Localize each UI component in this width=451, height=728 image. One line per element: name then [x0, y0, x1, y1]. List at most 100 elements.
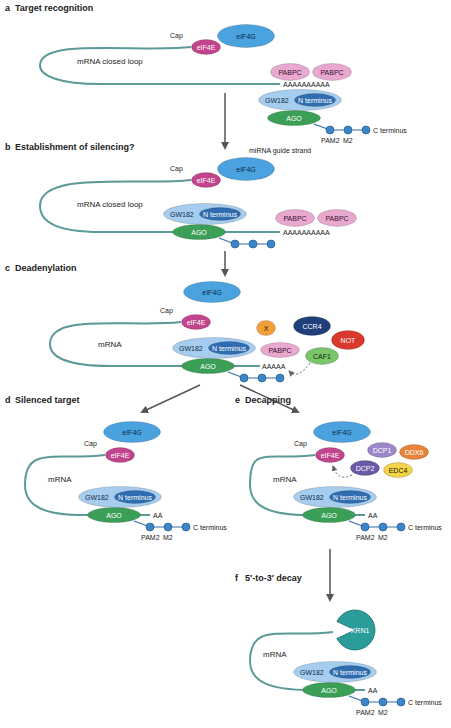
protein-outline — [104, 422, 161, 443]
protein: X — [256, 320, 276, 336]
annotation: AAAAAAAAAA — [283, 229, 330, 236]
step-arrow — [224, 93, 226, 148]
gw182-domain — [326, 126, 334, 134]
protein-outline — [79, 487, 162, 508]
annotation: mRNA closed loop — [77, 58, 143, 66]
protein: AGO — [267, 110, 321, 126]
protein-name: PABPC — [320, 69, 343, 76]
n-terminus-domain: N terminus — [294, 93, 336, 107]
protein-name: N terminus — [333, 494, 367, 501]
protein-outline — [314, 422, 371, 443]
protein-outline — [182, 359, 235, 374]
step-arrow — [240, 385, 298, 412]
gw182-tail — [219, 238, 271, 244]
gw182-tail — [349, 696, 401, 702]
protein-name: NOT — [341, 337, 356, 344]
annotation: AA — [368, 512, 377, 519]
annotation: PAM2 — [356, 709, 375, 716]
annotation: AAAAAAAAAA — [283, 81, 330, 88]
gw182-domain — [146, 523, 154, 531]
protein-name: EDC4 — [389, 467, 408, 474]
protein-name: AGO — [286, 115, 302, 122]
gw182-protein: GW182N terminus — [293, 661, 377, 683]
protein: PABPC — [270, 63, 310, 81]
protein: AGO — [87, 507, 141, 523]
protein-outline — [182, 315, 211, 330]
gw182-domain — [182, 523, 190, 531]
protein: eIF4E — [105, 447, 135, 463]
annotation: C terminus — [373, 127, 407, 134]
protein-name: GW182 — [300, 669, 324, 676]
protein-name: eIF4G — [332, 429, 351, 436]
protein-name: eIF4G — [236, 166, 255, 173]
protein-name: DDX6 — [405, 449, 424, 456]
annotation: Cap — [160, 307, 173, 314]
gw182-domain — [362, 126, 370, 134]
protein: AGO — [172, 224, 226, 240]
panel-title: 5′-to-3′ decay — [245, 574, 302, 583]
protein: eIF4G — [217, 157, 275, 181]
protein-name: N terminus — [118, 494, 152, 501]
protein: NOT — [331, 330, 365, 350]
protein-outline — [313, 64, 352, 81]
protein-outline — [303, 683, 356, 698]
n-terminus-domain: N terminus — [208, 341, 250, 355]
gw182-protein: GW182N terminus — [163, 203, 247, 225]
protein-outline — [368, 443, 397, 458]
protein-outline — [209, 342, 250, 355]
protein-name: eIF4G — [236, 33, 255, 40]
protein-name: X — [264, 325, 269, 332]
mrna-strand — [40, 47, 280, 84]
protein-outline — [316, 448, 345, 463]
gw182-domain — [249, 240, 257, 248]
protein-name: GW182 — [85, 494, 109, 501]
panel-title: e — [235, 396, 240, 405]
decapping-arrow — [333, 466, 352, 477]
gw182-domain — [361, 698, 369, 706]
protein-name: eIF4E — [187, 319, 206, 326]
gw182-domain — [258, 374, 266, 382]
protein-name: PABPC — [283, 215, 306, 222]
annotation: M2 — [343, 137, 353, 144]
protein-outline — [257, 321, 276, 336]
panel-title: Decapping — [245, 396, 291, 405]
protein-outline — [400, 445, 429, 460]
gw182-domain — [164, 523, 172, 531]
protein-outline — [259, 90, 342, 111]
protein-name: CCR4 — [302, 323, 321, 330]
annotation: mRNA — [273, 476, 297, 484]
protein: eIF4E — [191, 39, 221, 55]
n-terminus-domain: N terminus — [199, 207, 241, 221]
protein-name: GW182 — [265, 97, 289, 104]
protein: CCR4 — [293, 316, 331, 336]
annotation: miRNA guide strand — [249, 147, 311, 154]
protein-name: eIF4E — [111, 452, 130, 459]
protein-outline — [218, 25, 275, 48]
protein-outline — [184, 282, 241, 303]
protein-name: AGO — [106, 512, 122, 519]
protein-outline — [173, 225, 226, 240]
annotation: C terminus — [408, 524, 442, 531]
step-arrow — [329, 549, 331, 600]
gw182-protein: GW182 N terminus — [78, 486, 162, 508]
annotation: AAAAA — [262, 363, 285, 370]
protein-outline — [200, 208, 241, 221]
protein-outline — [88, 508, 141, 523]
protein-outline — [306, 348, 339, 365]
protein-outline — [276, 210, 315, 227]
protein: AGO — [181, 358, 235, 374]
protein: AGO — [302, 507, 356, 523]
annotation: AA — [368, 687, 377, 694]
protein-name: GW182 — [300, 494, 324, 501]
gw182-protein: GW182 N terminus — [258, 89, 342, 111]
protein-outline — [332, 331, 365, 350]
protein: DCP2 — [350, 460, 380, 476]
protein-outline — [218, 158, 275, 181]
gw182-domain — [397, 523, 405, 531]
protein-outline — [330, 666, 371, 679]
annotation: PAM2 — [356, 534, 375, 541]
protein-outline — [294, 487, 377, 508]
protein: eIF4G — [103, 421, 161, 443]
xrn1-shape — [337, 610, 375, 650]
